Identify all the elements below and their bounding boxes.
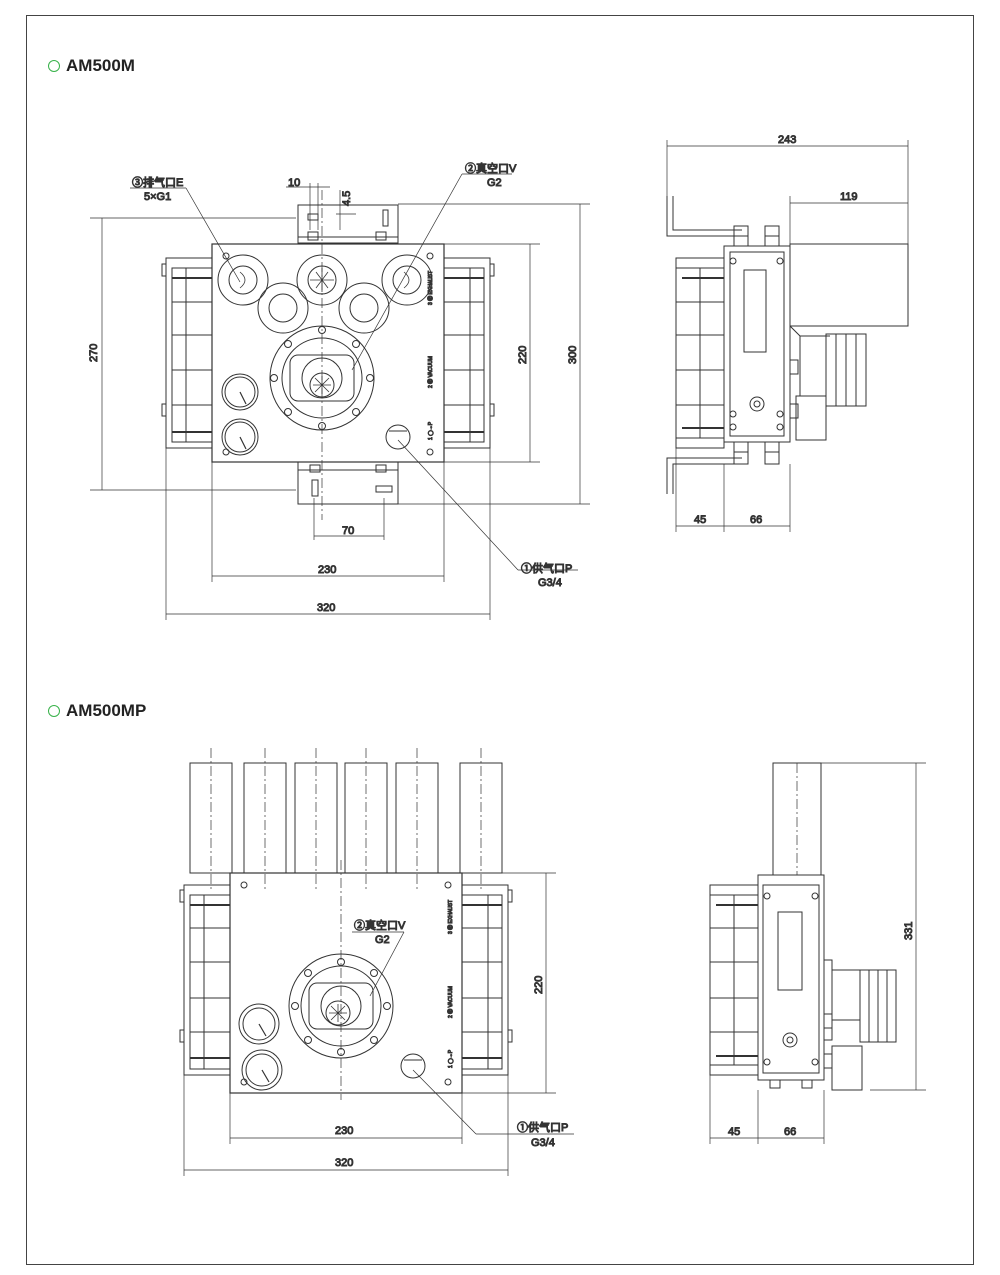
panel-text-exhaust: 3 ㊣ EXHAUST — [427, 271, 434, 305]
side-dim-119: 119 — [840, 191, 858, 203]
exhaust-port-spec: 5×G1 — [144, 191, 171, 203]
am500m-front-view — [90, 173, 590, 620]
section-title-am500mp: AM500MP — [48, 701, 146, 721]
mp-dim-230: 230 — [335, 1125, 353, 1137]
dim-270: 270 — [88, 344, 100, 362]
supply-port-spec: G3/4 — [538, 577, 562, 589]
side-dim-243: 243 — [778, 134, 796, 146]
am500mp-front-view — [179, 748, 574, 1176]
am500mp-side-view — [709, 762, 926, 1144]
mp-side-dim-45: 45 — [728, 1126, 740, 1138]
mp-side-dim-66: 66 — [784, 1126, 796, 1138]
panel-text-vacuum: 2 ㊣ VACUUM — [427, 356, 434, 388]
mp-panel-text-vacuum: 2 ㊣ VACUUM — [447, 986, 454, 1018]
mp-dim-320: 320 — [335, 1157, 353, 1169]
mp-vacuum-port-spec: G2 — [375, 934, 390, 946]
am500m-side-view — [666, 140, 909, 532]
mp-dim-220: 220 — [533, 976, 545, 994]
mp-panel-text-exhaust: 3 ㊣ EXHAUST — [447, 900, 454, 934]
section-title-text: AM500M — [66, 56, 135, 75]
dim-10: 10 — [288, 177, 300, 189]
side-dim-45: 45 — [694, 514, 706, 526]
supply-port-label: ①供气口P — [521, 561, 572, 575]
dim-230: 230 — [318, 564, 336, 576]
drawing-frame — [26, 15, 974, 1265]
circle-bullet-icon — [48, 60, 60, 72]
mp-vacuum-port-label: ②真空口V — [354, 918, 406, 932]
section-title-am500m: AM500M — [48, 56, 135, 76]
mp-supply-port-spec: G3/4 — [531, 1137, 555, 1149]
dim-300: 300 — [567, 346, 579, 364]
mp-side-dim-331: 331 — [903, 922, 915, 940]
section-title-text: AM500MP — [66, 701, 147, 720]
circle-bullet-icon — [48, 705, 60, 717]
panel-text-supply: 1 ◯→P — [428, 421, 434, 440]
mp-supply-port-label: ①供气口P — [517, 1120, 568, 1134]
dim-320: 320 — [317, 602, 335, 614]
exhaust-port-label: ③排气口E — [132, 175, 183, 189]
side-dim-66: 66 — [750, 514, 762, 526]
dim-220: 220 — [517, 346, 529, 364]
dim-70: 70 — [342, 525, 354, 537]
dim-4-5: 4.5 — [341, 191, 353, 206]
vacuum-port-label: ②真空口V — [465, 161, 517, 175]
vacuum-port-spec: G2 — [487, 177, 502, 189]
mp-panel-text-supply: 1 ◯→P — [448, 1049, 454, 1068]
